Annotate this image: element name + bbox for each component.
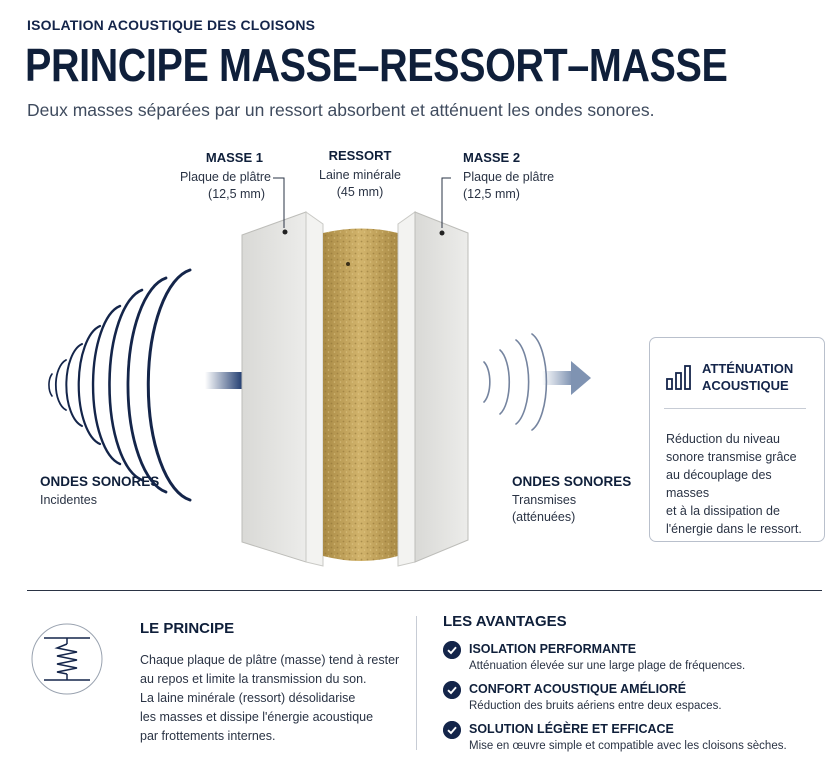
advantage-title: CONFORT ACOUSTIQUE AMÉLIORÉ	[469, 682, 687, 696]
label-transmitted-line1: Transmises	[512, 493, 577, 507]
card-text-line: sonore transmise grâce	[666, 450, 797, 464]
advantages-title: LES AVANTAGES	[443, 613, 567, 630]
page-title: PRINCIPE MASSE–RESSORT–MASSE	[25, 39, 728, 91]
kicker: ISOLATION ACOUSTIQUE DES CLOISONS	[27, 17, 316, 33]
label-mass-1: MASSE 1 Plaque de plâtre (12,5 mm)	[176, 150, 271, 203]
card-text-line: et à la dissipation de	[666, 504, 780, 518]
wall-diagram	[48, 177, 591, 567]
label-transmitted-title: ONDES SONORES	[512, 474, 632, 489]
spring-icon	[31, 623, 103, 695]
label-mass-1-line2: (12,5 mm)	[208, 187, 265, 201]
check-circle-icon	[443, 721, 461, 739]
advantage-title: SOLUTION LÉGÈRE ET EFFICACE	[469, 722, 674, 736]
card-text-line: Réduction du niveau	[666, 432, 780, 446]
mass-2-board	[397, 211, 469, 567]
label-mass-1-line1: Plaque de plâtre	[179, 170, 271, 184]
page-subtitle: Deux masses séparées par un ressort abso…	[27, 100, 655, 120]
attenuation-card: ATTÉNUATION ACOUSTIQUE Réduction du nive…	[649, 337, 825, 542]
label-spring-line2: (45 mm)	[336, 185, 384, 199]
label-incident-title: ONDES SONORES	[40, 474, 160, 489]
advantage-desc: Mise en œuvre simple et compatible avec …	[469, 740, 787, 752]
column-divider	[416, 616, 417, 750]
section-divider	[27, 590, 822, 591]
label-incident-line1: Incidentes	[40, 493, 97, 507]
label-spring-line1: Laine minérale	[319, 168, 401, 182]
principle-line: La laine minérale (ressort) désolidarise	[140, 691, 356, 705]
advantage-item: ISOLATION PERFORMANTE Atténuation élevée…	[443, 641, 823, 677]
transmitted-arrow	[542, 361, 591, 395]
check-circle-icon	[443, 641, 461, 659]
label-incident-waves: ONDES SONORES Incidentes	[40, 474, 159, 509]
label-mass-2-line1: Plaque de plâtre	[463, 170, 555, 184]
advantage-desc: Réduction des bruits aériens entre deux …	[469, 700, 722, 712]
card-divider	[664, 408, 806, 409]
check-circle-icon	[443, 681, 461, 699]
card-title: ATTÉNUATION ACOUSTIQUE	[702, 360, 793, 394]
label-mass-2: MASSE 2 Plaque de plâtre (12,5 mm)	[463, 150, 573, 203]
label-transmitted-line2: (atténuées)	[512, 510, 576, 524]
card-text-line: l'énergie dans le ressort.	[666, 522, 802, 536]
principle-title: LE PRINCIPE	[140, 620, 235, 637]
advantage-item: SOLUTION LÉGÈRE ET EFFICACE Mise en œuvr…	[443, 721, 823, 757]
label-mass-1-title: MASSE 1	[205, 150, 263, 165]
card-text: Réduction du niveau sonore transmise grâ…	[666, 430, 816, 538]
card-title-line2: ACOUSTIQUE	[702, 378, 789, 393]
mass-1-board	[241, 211, 324, 567]
label-mass-2-line2: (12,5 mm)	[463, 187, 520, 201]
leader-lines	[273, 177, 451, 228]
label-spring-title: RESSORT	[328, 148, 392, 163]
transmitted-waves	[483, 333, 548, 431]
principle-line: Chaque plaque de plâtre (masse) tend à r…	[140, 653, 400, 667]
label-mass-2-title: MASSE 2	[463, 150, 521, 165]
label-transmitted-waves: ONDES SONORES Transmises (atténuées)	[512, 474, 631, 526]
card-text-line: au découplage des masses	[666, 468, 772, 500]
card-title-line1: ATTÉNUATION	[702, 361, 794, 376]
incident-waves	[48, 268, 192, 502]
mineral-wool	[323, 228, 398, 561]
advantage-title: ISOLATION PERFORMANTE	[469, 642, 637, 656]
advantage-item: CONFORT ACOUSTIQUE AMÉLIORÉ Réduction de…	[443, 681, 823, 717]
bar-chart-icon	[666, 365, 691, 390]
label-spring: RESSORT Laine minérale (45 mm)	[313, 148, 407, 201]
principle-text: Chaque plaque de plâtre (masse) tend à r…	[140, 651, 410, 746]
advantage-desc: Atténuation élevée sur une large plage d…	[469, 660, 746, 672]
principle-line: au repos et limite la transmission du so…	[140, 672, 367, 686]
principle-line: les masses et dissipe l'énergie acoustiq…	[140, 710, 374, 724]
principle-line: par frottements internes.	[140, 729, 276, 743]
